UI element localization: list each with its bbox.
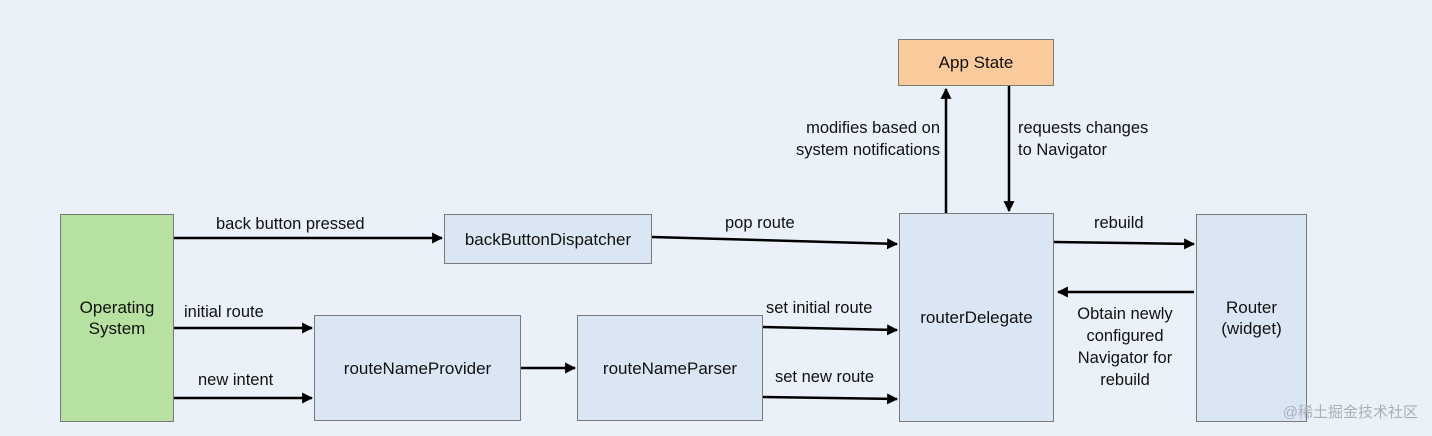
label-pop-route: pop route	[725, 214, 795, 232]
arrow-rebuild	[1053, 238, 1196, 250]
node-app-state: App State	[898, 39, 1054, 86]
arrow-set-new-route	[762, 393, 899, 405]
label-requests-changes: requests changes to Navigator	[1018, 119, 1149, 159]
node-router-widget: Router (widget)	[1196, 214, 1307, 422]
label-rebuild: rebuild	[1094, 214, 1144, 232]
label-modifies-based-on: modifies based on system notifications	[796, 119, 940, 159]
label-set-new-route: set new route	[775, 368, 875, 386]
node-route-name-parser: routeNameParser	[577, 315, 763, 421]
label-initial-route: initial route	[184, 303, 264, 321]
watermark: @稀土掘金技术社区	[1282, 404, 1418, 421]
node-router-delegate: routerDelegate	[899, 213, 1054, 422]
arrow-pop-route	[651, 235, 899, 250]
node-operating-system: Operating System	[60, 214, 174, 422]
arrow-set-initial-route	[762, 324, 899, 336]
label-set-initial-route: set initial route	[766, 299, 873, 317]
label-new-intent: new intent	[198, 371, 274, 389]
node-back-button-dispatcher: backButtonDispatcher	[444, 214, 652, 264]
label-obtain-navigator: Obtain newly configured Navigator for re…	[1077, 305, 1173, 389]
label-back-button-pressed: back button pressed	[216, 215, 365, 233]
node-route-name-provider: routeNameProvider	[314, 315, 521, 421]
